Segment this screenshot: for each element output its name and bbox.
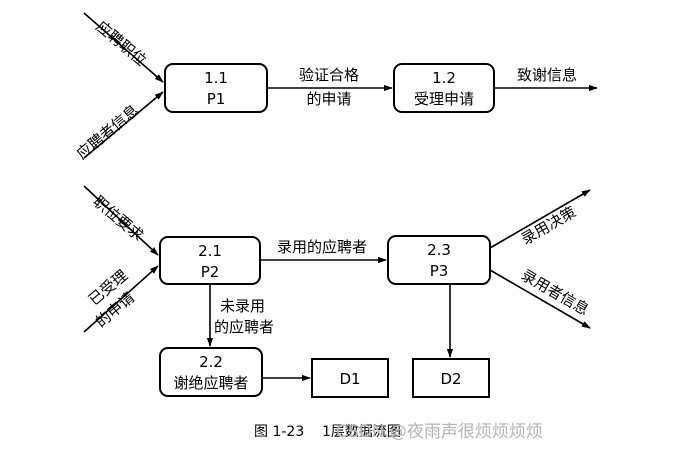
process-2-1: 2.1 P2 — [159, 236, 261, 285]
flow-label-verified-1: 验证合格 — [299, 66, 359, 84]
process-2-3: 2.3 P3 — [387, 235, 491, 285]
flow-job-requirements-arrow — [83, 185, 159, 256]
process-2-3-id: 2.3 — [427, 241, 451, 259]
process-1-1-id: 1.1 — [204, 69, 228, 87]
flow-label-verified-2: 的申请 — [306, 90, 351, 108]
flow-label-job-position: 应聘职位 — [92, 17, 150, 69]
process-2-1-id: 2.1 — [198, 242, 222, 260]
data-store-d1-label: D1 — [339, 370, 360, 388]
flow-label-hired-applicant: 录用的应聘者 — [277, 238, 367, 256]
flow-label-not-hired-1: 未录用 — [220, 297, 265, 315]
data-store-d1: D1 — [311, 358, 389, 398]
watermark: CSDN @夜雨声很烦烦烦烦 — [336, 422, 543, 442]
data-store-d2-label: D2 — [440, 370, 461, 388]
figure-caption: 图 1-23 1层数据流图 — [254, 424, 401, 440]
process-2-2-id: 2.2 — [199, 353, 223, 371]
data-store-d2: D2 — [412, 358, 490, 398]
flow-label-job-requirements: 职位要求 — [89, 192, 147, 244]
flow-label-applicant-info: 应聘者信息 — [73, 101, 142, 163]
flow-job-position-arrow — [83, 12, 164, 83]
process-1-2-name: 受理申请 — [414, 90, 474, 108]
process-1-1-name: P1 — [207, 90, 226, 108]
process-2-3-name: P3 — [430, 262, 449, 280]
process-1-2-id: 1.2 — [432, 69, 456, 87]
process-2-1-name: P2 — [201, 263, 220, 281]
flow-hiring-decision-arrow — [489, 189, 591, 249]
flow-label-not-hired-2: 的应聘者 — [214, 318, 274, 336]
flow-label-thanks-info: 致谢信息 — [517, 66, 577, 84]
process-1-1: 1.1 P1 — [164, 63, 268, 113]
flow-hired-info-arrow — [489, 269, 591, 329]
process-1-2: 1.2 受理申请 — [393, 63, 495, 113]
process-2-2: 2.2 谢绝应聘者 — [159, 347, 263, 397]
flow-applicant-info-arrow — [83, 91, 164, 159]
process-2-2-name: 谢绝应聘者 — [173, 374, 248, 392]
flow-accepted-application-arrow — [83, 265, 159, 333]
